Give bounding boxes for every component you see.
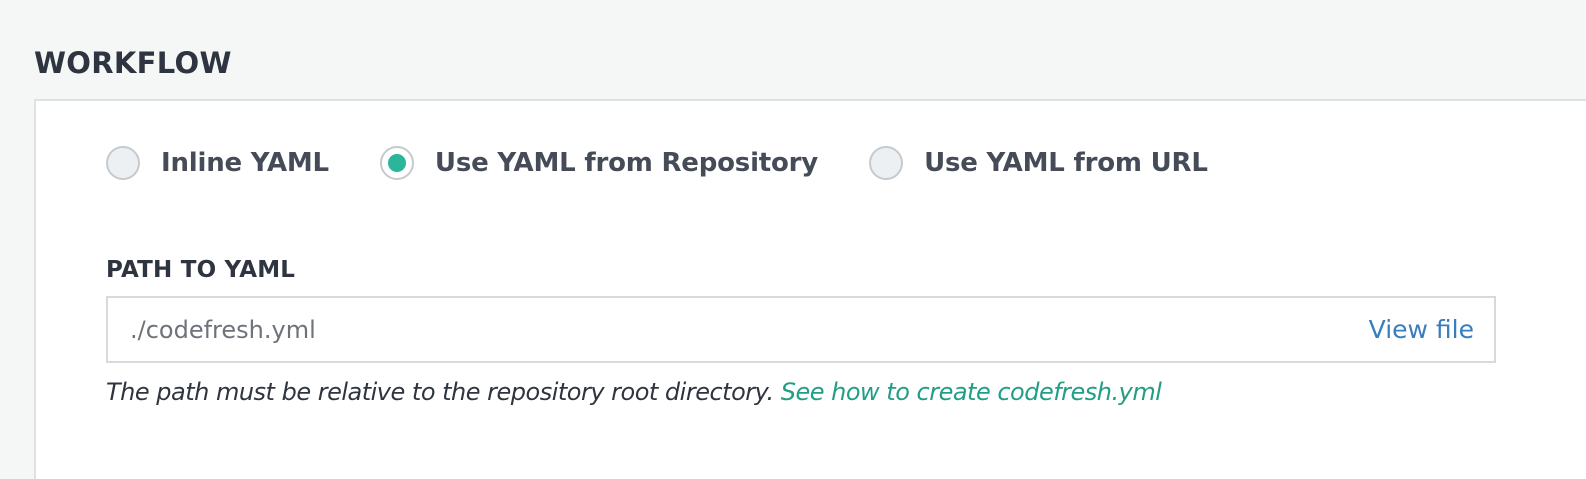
radio-label: Use YAML from URL	[924, 148, 1208, 178]
workflow-panel: Inline YAML Use YAML from Repository Use…	[34, 99, 1586, 479]
path-input-container: View file	[106, 296, 1496, 363]
create-codefresh-yml-link[interactable]: See how to create codefresh.yml	[780, 378, 1162, 406]
path-to-yaml-label: PATH TO YAML	[106, 257, 296, 283]
radio-yaml-from-repository[interactable]: Use YAML from Repository	[379, 146, 819, 180]
radio-dot-icon	[387, 154, 406, 172]
radio-button-icon[interactable]	[869, 146, 904, 180]
yaml-source-radio-group: Inline YAML Use YAML from Repository Use…	[106, 146, 1259, 180]
path-help-text: The path must be relative to the reposit…	[106, 375, 1162, 409]
radio-inline-yaml[interactable]: Inline YAML	[106, 146, 329, 180]
radio-button-icon[interactable]	[106, 146, 140, 180]
radio-label: Use YAML from Repository	[434, 148, 819, 178]
radio-button-selected-icon[interactable]	[379, 146, 414, 180]
path-to-yaml-input[interactable]	[108, 298, 1369, 361]
view-file-link[interactable]: View file	[1368, 315, 1474, 344]
section-title: WORKFLOW	[34, 46, 232, 80]
radio-label: Inline YAML	[161, 148, 329, 178]
help-text-body: The path must be relative to the reposit…	[106, 378, 774, 406]
radio-yaml-from-url[interactable]: Use YAML from URL	[869, 146, 1208, 180]
